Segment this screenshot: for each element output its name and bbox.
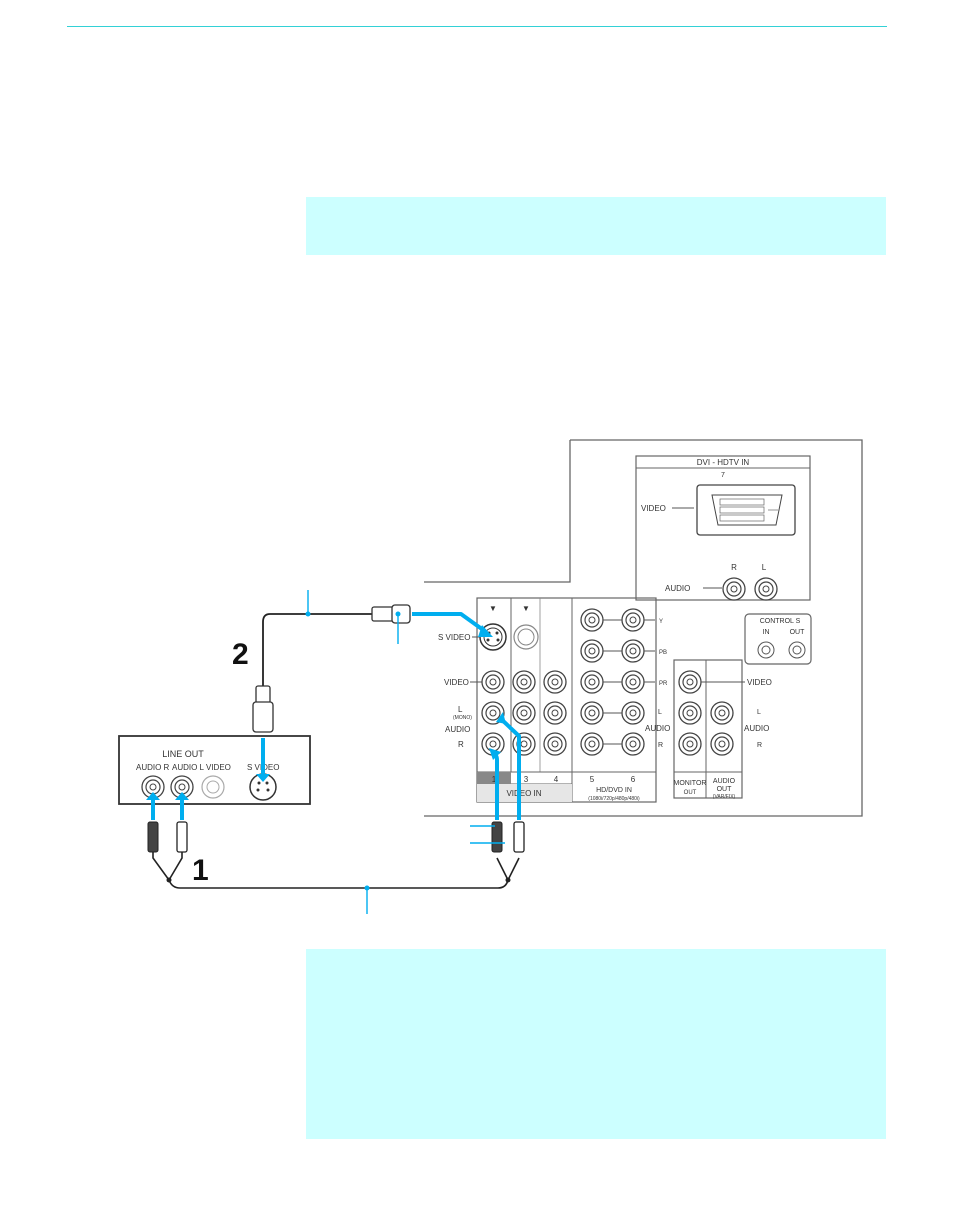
control-s-title: CONTROL S — [760, 618, 801, 625]
monitor-l-label: L — [757, 709, 761, 716]
col-1-label: 1 — [492, 775, 497, 784]
dvi-l-label: L — [762, 563, 767, 572]
comp-r-label: R — [658, 742, 663, 749]
step-2-label: 2 — [232, 638, 249, 671]
device-video: VIDEO — [206, 763, 231, 772]
header-rule — [67, 26, 887, 27]
external-device: LINE OUT AUDIO R AUDIO L VIDEO S VIDEO — [118, 735, 311, 805]
comp-y-label: Y — [659, 619, 663, 625]
audio-panel-label: AUDIO — [445, 725, 470, 734]
note-box-bottom — [306, 949, 886, 1139]
monitor-out-1: MONITOR — [674, 780, 707, 787]
svideo-jack-3 — [513, 624, 539, 650]
device-audio-r: AUDIO R — [136, 763, 170, 772]
device-video-jack — [201, 775, 225, 799]
note-box-top — [306, 197, 886, 255]
step-1-label: 1 — [192, 854, 209, 887]
r-panel-label: R — [458, 740, 464, 749]
mono-label: (MONO) — [453, 715, 472, 721]
col-6-label: 6 — [631, 775, 636, 784]
video-in-label: VIDEO IN — [506, 789, 541, 798]
audio-out-3: (VAR/FIX) — [713, 794, 736, 800]
output-panel: VIDEO L AUDIO R MONITOR OUT AUDIO OUT (V… — [673, 659, 772, 800]
col-5-label: 5 — [590, 775, 595, 784]
audio-out-2: OUT — [717, 786, 733, 793]
monitor-r-label: R — [757, 742, 762, 749]
dvi-title: DVI - HDTV IN — [697, 458, 750, 467]
svg-text:▼: ▼ — [489, 604, 497, 613]
control-s-in: IN — [763, 629, 770, 636]
dvi-r-label: R — [731, 563, 737, 572]
dvi-hdtv-input: DVI - HDTV IN 7 VIDEO AUDIO R L — [635, 455, 811, 601]
hd-dvd-in-label: HD/DVD IN — [596, 787, 632, 794]
comp-l-label: L — [658, 709, 662, 716]
svideo-panel-label: S VIDEO — [438, 633, 470, 642]
comp-pb-label: PB — [659, 650, 667, 656]
comp-audio-label: AUDIO — [645, 724, 670, 733]
device-audio-l: AUDIO L — [172, 763, 205, 772]
video-panel-label: VIDEO — [444, 678, 469, 687]
control-s-out: OUT — [790, 629, 806, 636]
l-panel-label: L — [458, 705, 463, 714]
hd-formats-label: (1080i/720p/480p/480i) — [588, 796, 640, 802]
comp-pr-label: PR — [659, 681, 668, 687]
device-line-out: LINE OUT — [162, 749, 204, 759]
audio-cable — [147, 821, 525, 914]
video-input-grid: ▼ ▼ 1 3 4 5 6 VIDEO IN HD/DVD IN (1080i/… — [438, 597, 670, 803]
svg-text:▼: ▼ — [522, 604, 530, 613]
dvi-audio-label: AUDIO — [665, 584, 690, 593]
dvi-audio-l-jack — [754, 577, 778, 601]
col-4-label: 4 — [554, 775, 559, 784]
arrow-heads — [146, 625, 506, 800]
dvi-number: 7 — [721, 472, 725, 479]
control-s-panel: CONTROL S IN OUT — [744, 613, 812, 665]
dvi-pins — [719, 498, 778, 522]
tv-panel-outline — [424, 439, 863, 817]
dvi-video-label: VIDEO — [641, 504, 666, 513]
monitor-video-label: VIDEO — [747, 678, 772, 687]
svideo-cable — [252, 590, 411, 733]
col-3-label: 3 — [524, 775, 529, 784]
audio-out-1: AUDIO — [713, 778, 736, 785]
monitor-audio-label: AUDIO — [744, 724, 769, 733]
dvi-audio-r-jack — [722, 577, 746, 601]
monitor-out-2: OUT — [684, 790, 697, 796]
